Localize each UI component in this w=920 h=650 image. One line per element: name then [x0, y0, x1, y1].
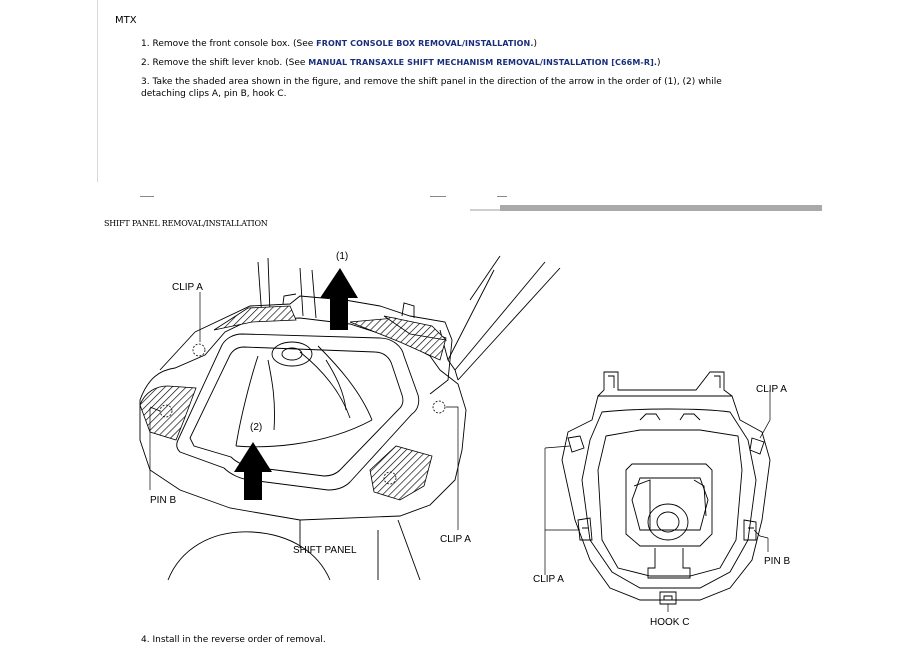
step-text: Remove the shift lever knob. (See: [152, 58, 309, 68]
step-3: 3. Take the shaded area shown in the fig…: [141, 76, 791, 100]
page-margin-rule: [97, 0, 98, 182]
procedure-steps: 1. Remove the front console box. (See FR…: [141, 38, 791, 107]
clip-a-label-right: CLIP A: [756, 384, 787, 395]
figure-title: SHIFT PANEL REMOVAL/INSTALLATION: [104, 219, 268, 228]
step-1: 1. Remove the front console box. (See FR…: [141, 39, 538, 49]
step-text-cont: detaching clips A, pin B, hook C.: [141, 89, 287, 99]
step-text: Remove the front console box. (See: [152, 39, 317, 49]
clip-a-label-top: CLIP A: [172, 282, 203, 293]
step-number: 3.: [141, 77, 150, 87]
scan-artifact: [430, 196, 446, 197]
scan-artifact: [497, 196, 507, 197]
scan-artifact: [140, 196, 154, 197]
console-box-link[interactable]: FRONT CONSOLE BOX REMOVAL/INSTALLATION.: [316, 39, 534, 48]
shift-panel-label: SHIFT PANEL: [293, 545, 357, 556]
arrow-1-icon: [320, 268, 358, 330]
step-text: Take the shaded area shown in the figure…: [152, 77, 722, 87]
shift-mechanism-link[interactable]: MANUAL TRANSAXLE SHIFT MECHANISM REMOVAL…: [308, 58, 657, 67]
right-view-leaders: [544, 390, 771, 612]
arrow-2-label: (2): [250, 422, 262, 433]
pin-b-label-right: PIN B: [764, 556, 790, 567]
step-number: 4.: [141, 635, 150, 645]
arrow-1-label: (1): [336, 251, 348, 262]
step-text: Install in the reverse order of removal.: [152, 635, 326, 645]
clip-a-label-mid: CLIP A: [440, 534, 471, 545]
removal-arrows: [234, 268, 358, 500]
hook-c-label: HOOK C: [650, 617, 689, 628]
step-2: 2. Remove the shift lever knob. (See MAN…: [141, 58, 661, 68]
left-view-leaders: [149, 292, 459, 530]
right-view-drawing: [561, 371, 771, 605]
step-4: 4. Install in the reverse order of remov…: [141, 635, 326, 645]
step-number: 2.: [141, 58, 150, 68]
step-number: 1.: [141, 39, 150, 49]
arrow-2-icon: [234, 442, 272, 500]
left-view-drawing: [139, 255, 561, 581]
section-heading: MTX: [115, 15, 137, 26]
scan-artifact: [500, 205, 822, 211]
clip-a-label-bottom: CLIP A: [533, 574, 564, 585]
shaded-areas: [139, 305, 448, 501]
pin-b-label-left: PIN B: [150, 495, 176, 506]
